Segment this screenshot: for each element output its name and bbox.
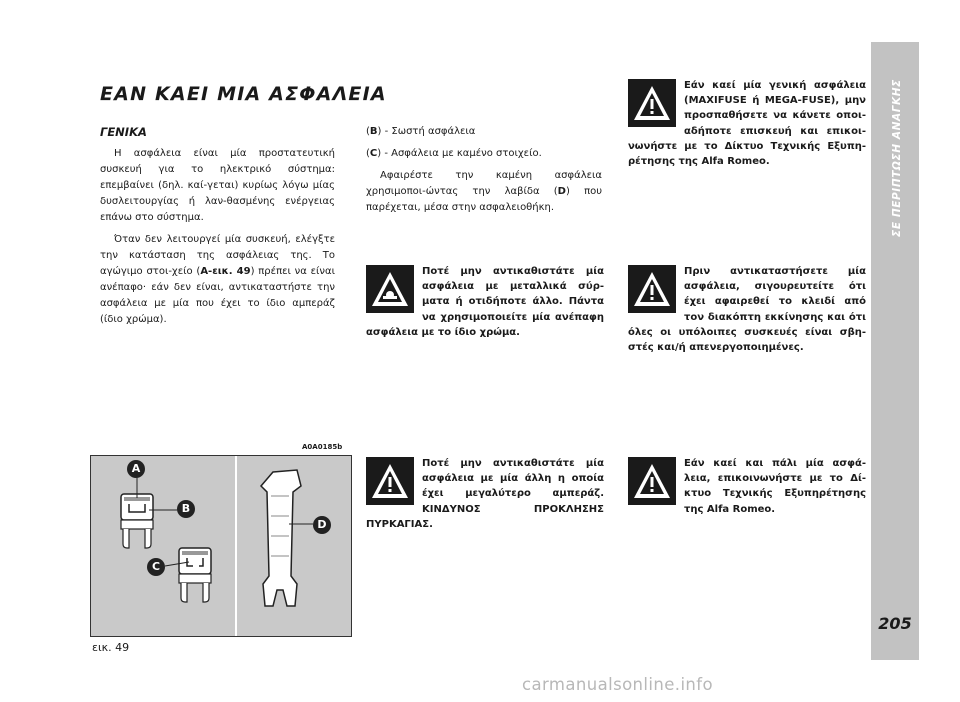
label-a-badge: A: [127, 460, 145, 478]
exclamation-warning-icon: [628, 265, 676, 313]
legend-b-text: - Σωστή ασφάλεια: [381, 126, 476, 137]
figure-caption: εικ. 49: [92, 641, 130, 654]
blown-fuse: [178, 547, 212, 603]
warning-maxifuse: Εάν καεί μία γενική ασφάλεια (MAXIFUSE ή…: [628, 78, 866, 169]
legend-b-letter: B: [369, 126, 378, 137]
exclamation-warning-icon: [628, 79, 676, 127]
page-number: 205: [878, 614, 912, 633]
warning-fuse-again-text: Εάν καεί και πάλι μία ασφά-λεια, επικοιν…: [684, 458, 866, 515]
section-subtitle: ΓΕΝΙΚΑ: [100, 125, 147, 139]
p2-after: ) πρέπει να είναι ανέπαφο· εάν δεν είναι…: [100, 266, 335, 325]
legend-d-after: ) που παρέχεται, μέσα στην ασφαλειοθήκη.: [366, 186, 602, 213]
exclamation-warning-icon: [366, 457, 414, 505]
warning-remove-key-text: Πριν αντικαταστήσετε μία ασφάλεια, σιγου…: [628, 266, 866, 354]
warning-higher-amperage: Ποτέ μην αντικαθιστάτε μία ασφάλεια με μ…: [366, 456, 604, 532]
figure-code: A0A0185b: [302, 443, 343, 451]
legend-c: (C) - Ασφάλεια με καμένο στοιχείο.: [366, 148, 542, 159]
page-title: ΕΑΝ ΚΑΕΙ ΜΙΑ ΑΣΦΑΛΕΙΑ: [100, 82, 387, 105]
fuse-figure: A B C D: [90, 455, 352, 637]
warning-metal-wires-text: Ποτέ μην αντικαθιστάτε μία ασφάλεια με μ…: [366, 266, 604, 338]
general-section: ΓΕΝΙΚΑ Η ασφάλεια είναι μία προστατευτικ…: [100, 124, 335, 334]
legend-b: (B) - Σωστή ασφάλεια: [366, 126, 476, 137]
warning-metal-wires: Ποτέ μην αντικαθιστάτε μία ασφάλεια με μ…: [366, 264, 604, 340]
warning-remove-key: Πριν αντικαταστήσετε μία ασφάλεια, σιγου…: [628, 264, 866, 355]
label-d-badge: D: [313, 516, 331, 534]
p2-before: Όταν δεν λειτουργεί μία συσκευή, ελέγξτε…: [100, 234, 335, 277]
fuse-puller-tool: [259, 469, 302, 607]
legend-c-text: - Ασφάλεια με καμένο στοιχείο.: [381, 148, 542, 159]
general-paragraph-1: Η ασφάλεια είναι μία προστατευτική συσκε…: [100, 148, 335, 223]
legend-c-letter: C: [369, 148, 378, 159]
general-paragraph-2: Όταν δεν λειτουργεί μία συσκευή, ελέγξτε…: [100, 232, 335, 328]
wrench-warning-icon: [366, 265, 414, 313]
figure-reference: Α-εικ. 49: [200, 266, 251, 277]
exclamation-warning-icon: [628, 457, 676, 505]
warning-higher-amperage-text: Ποτέ μην αντικαθιστάτε μία ασφάλεια με μ…: [366, 458, 604, 530]
intact-fuse: [120, 493, 154, 549]
watermark: carmanualsonline.info: [522, 675, 713, 694]
chapter-label: ΣΕ ΠΕΡΙΠΤΩΣΗ ΑΝΑΓΚΗΣ: [891, 79, 903, 237]
warning-maxifuse-text: Εάν καεί μία γενική ασφάλεια (MAXIFUSE ή…: [628, 80, 866, 168]
figure-divider: [235, 456, 237, 636]
label-c-badge: C: [147, 558, 165, 576]
chapter-sidebar: [871, 42, 919, 660]
fuse-legend: (B) - Σωστή ασφάλεια (C) - Ασφάλεια με κ…: [366, 124, 602, 222]
legend-d-letter: D: [557, 186, 566, 197]
label-b-badge: B: [177, 500, 195, 518]
legend-d-before: Αφαιρέστε την καμένη ασφάλεια χρησιμοποι…: [366, 170, 602, 197]
warning-fuse-again: Εάν καεί και πάλι μία ασφά-λεια, επικοιν…: [628, 456, 866, 517]
legend-d: Αφαιρέστε την καμένη ασφάλεια χρησιμοποι…: [366, 168, 602, 216]
